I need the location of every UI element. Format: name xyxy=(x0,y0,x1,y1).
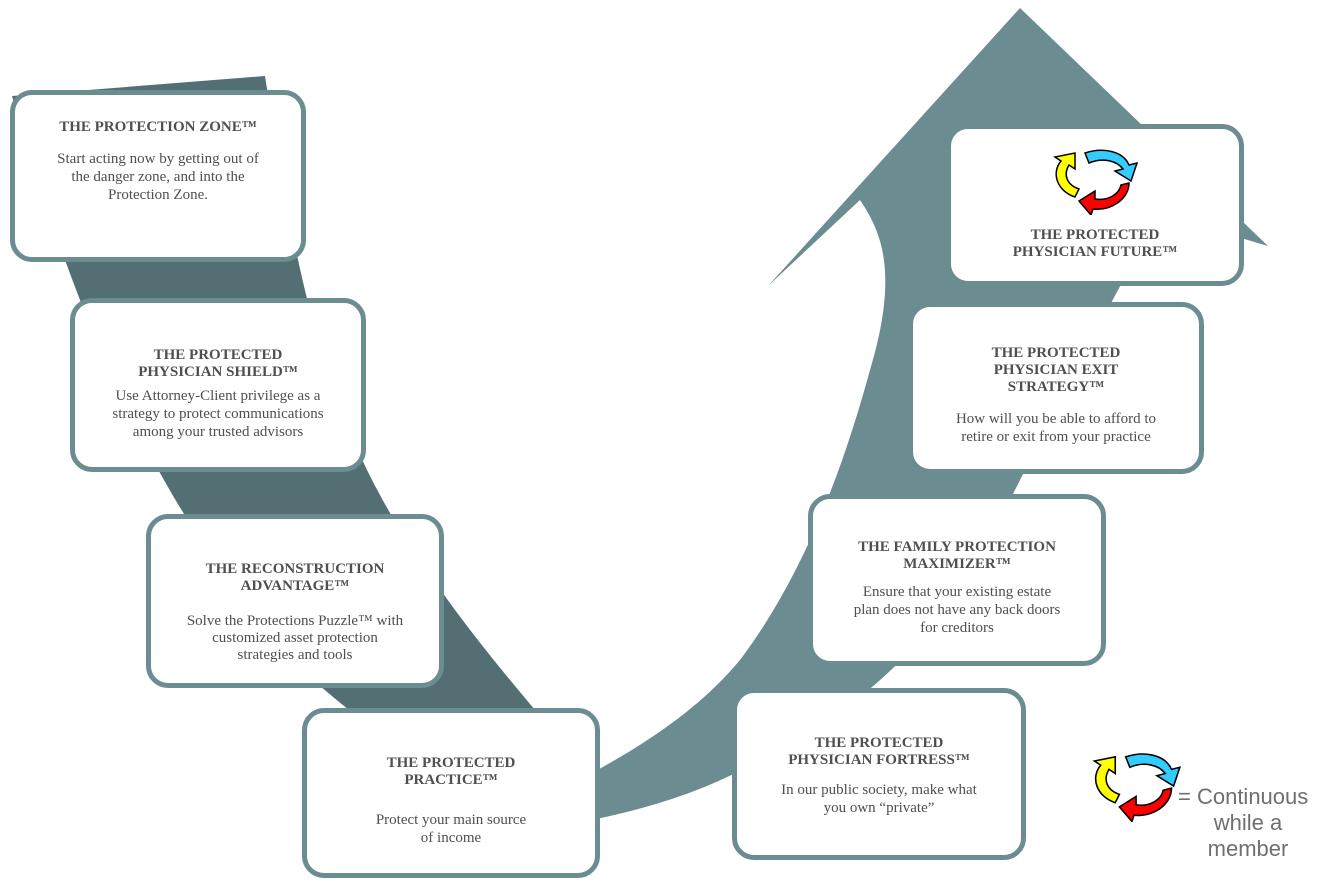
card-description: Ensure that your existing estate plan do… xyxy=(853,584,1061,636)
card-title: THE PROTECTED PHYSICIAN FUTURE™ xyxy=(1012,227,1178,260)
card-title: THE PROTECTED PHYSICIAN EXIT STRATEGY™ xyxy=(991,345,1121,395)
card-description: Use Attorney-Client privilege as a strat… xyxy=(112,388,324,440)
card-reconstruction-advantage: THE RECONSTRUCTION ADVANTAGE™ Solve the … xyxy=(146,514,444,688)
card-title: THE PROTECTED PHYSICIAN SHIELD™ xyxy=(138,347,298,380)
card-physician-shield: THE PROTECTED PHYSICIAN SHIELD™ Use Atto… xyxy=(70,298,366,472)
card-family-protection-maximizer: THE FAMILY PROTECTION MAXIMIZER™ Ensure … xyxy=(808,494,1106,666)
card-title: THE RECONSTRUCTION ADVANTAGE™ xyxy=(205,561,385,594)
legend-text: = Continuous while a member xyxy=(1178,784,1309,861)
card-physician-fortress: THE PROTECTED PHYSICIAN FORTRESS™ In our… xyxy=(732,688,1026,860)
card-protection-zone: THE PROTECTION ZONE™ Start acting now by… xyxy=(10,90,306,262)
card-description: Protect your main source of income xyxy=(375,812,527,846)
card-title: THE PROTECTED PRACTICE™ xyxy=(386,755,516,788)
card-title: THE PROTECTED PHYSICIAN FORTRESS™ xyxy=(788,735,970,768)
card-description: In our public society, make what you own… xyxy=(781,782,977,816)
continuous-cycle-icon xyxy=(1092,753,1182,822)
card-title: THE PROTECTION ZONE™ xyxy=(59,119,257,135)
continuous-cycle-icon xyxy=(1053,149,1139,215)
card-description: Start acting now by getting out of the d… xyxy=(57,151,259,203)
card-description: How will you be able to afford to retire… xyxy=(955,411,1157,445)
card-title: THE FAMILY PROTECTION MAXIMIZER™ xyxy=(858,539,1056,572)
card-exit-strategy: THE PROTECTED PHYSICIAN EXIT STRATEGY™ H… xyxy=(908,302,1204,474)
card-description: Solve the Protections Puzzle™ with custo… xyxy=(186,613,404,663)
card-protected-practice: THE PROTECTED PRACTICE™ Protect your mai… xyxy=(302,708,600,878)
card-physician-future: THE PROTECTED PHYSICIAN FUTURE™ xyxy=(946,124,1244,286)
